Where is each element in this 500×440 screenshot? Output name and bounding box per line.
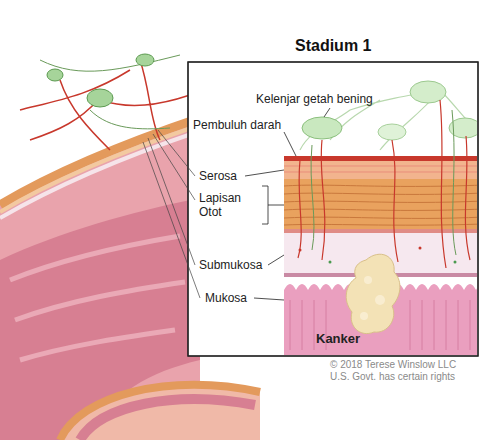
copyright-note: © 2018 Terese Winslow LLC bbox=[330, 359, 456, 371]
part-label: Kelenjar getah bening bbox=[256, 92, 373, 106]
layer-label: Submukosa bbox=[199, 258, 262, 272]
layer-label: Serosa bbox=[199, 169, 237, 183]
panel-title: Stadium 1 bbox=[295, 36, 371, 56]
layer-label: Mukosa bbox=[205, 291, 247, 305]
part-label: Pembuluh darah bbox=[193, 118, 281, 132]
copyright-note: U.S. Govt. has certain rights bbox=[330, 371, 455, 383]
layer-label: Lapisan Otot bbox=[199, 191, 251, 219]
tumor-label: Kanker bbox=[316, 331, 360, 346]
